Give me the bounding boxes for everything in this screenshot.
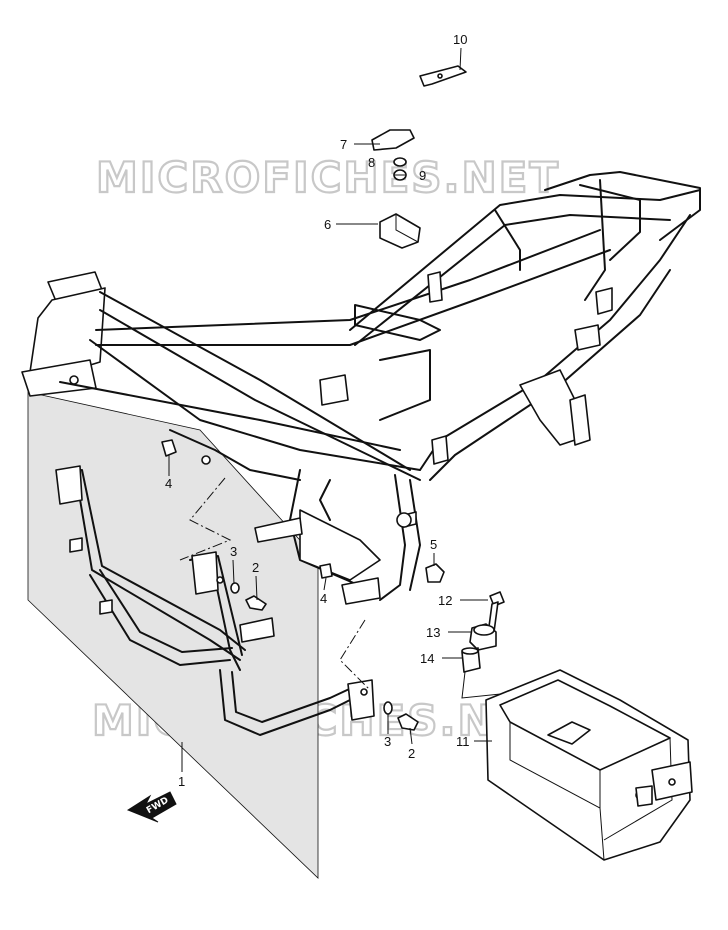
callout-3a: 3 xyxy=(230,544,237,559)
callout-2a: 2 xyxy=(252,560,259,575)
callout-10: 10 xyxy=(453,32,467,47)
part-4b-nut xyxy=(319,563,333,579)
part-11-battery-tray xyxy=(485,669,693,861)
callout-14: 14 xyxy=(420,651,434,666)
fwd-arrow-icon: FWD xyxy=(126,791,177,823)
callout-1: 1 xyxy=(178,774,185,789)
callout-4a: 4 xyxy=(165,476,172,491)
part-14-collar xyxy=(461,647,481,673)
callout-3b: 3 xyxy=(384,734,391,749)
callout-9: 9 xyxy=(419,168,426,183)
part-8-washer xyxy=(393,157,407,167)
part-4a-nut xyxy=(161,439,177,457)
callout-5: 5 xyxy=(430,537,437,552)
part-7-clamp xyxy=(371,129,415,151)
part-2a-bolt xyxy=(245,595,267,611)
part-5-cap xyxy=(425,563,445,583)
part-3a-washer xyxy=(230,582,240,594)
callout-6: 6 xyxy=(324,217,331,232)
main-frame xyxy=(21,171,701,605)
part-6-cushion xyxy=(379,213,421,249)
callout-12: 12 xyxy=(438,593,452,608)
callout-11: 11 xyxy=(456,734,470,749)
frame-shadow-plane xyxy=(27,391,319,879)
part-9-nut xyxy=(393,169,407,181)
callout-4b: 4 xyxy=(320,591,327,606)
callout-13: 13 xyxy=(426,625,440,640)
callout-8: 8 xyxy=(368,155,375,170)
callout-7: 7 xyxy=(340,137,347,152)
front-subframe xyxy=(55,465,375,736)
watermark-top: MICROFICHES.NET xyxy=(96,153,560,202)
callout-2b: 2 xyxy=(408,746,415,761)
part-13-grommet xyxy=(469,623,497,651)
part-2b-bolt xyxy=(397,713,419,731)
part-10-bracket xyxy=(419,65,467,87)
part-3b-washer xyxy=(383,701,393,715)
